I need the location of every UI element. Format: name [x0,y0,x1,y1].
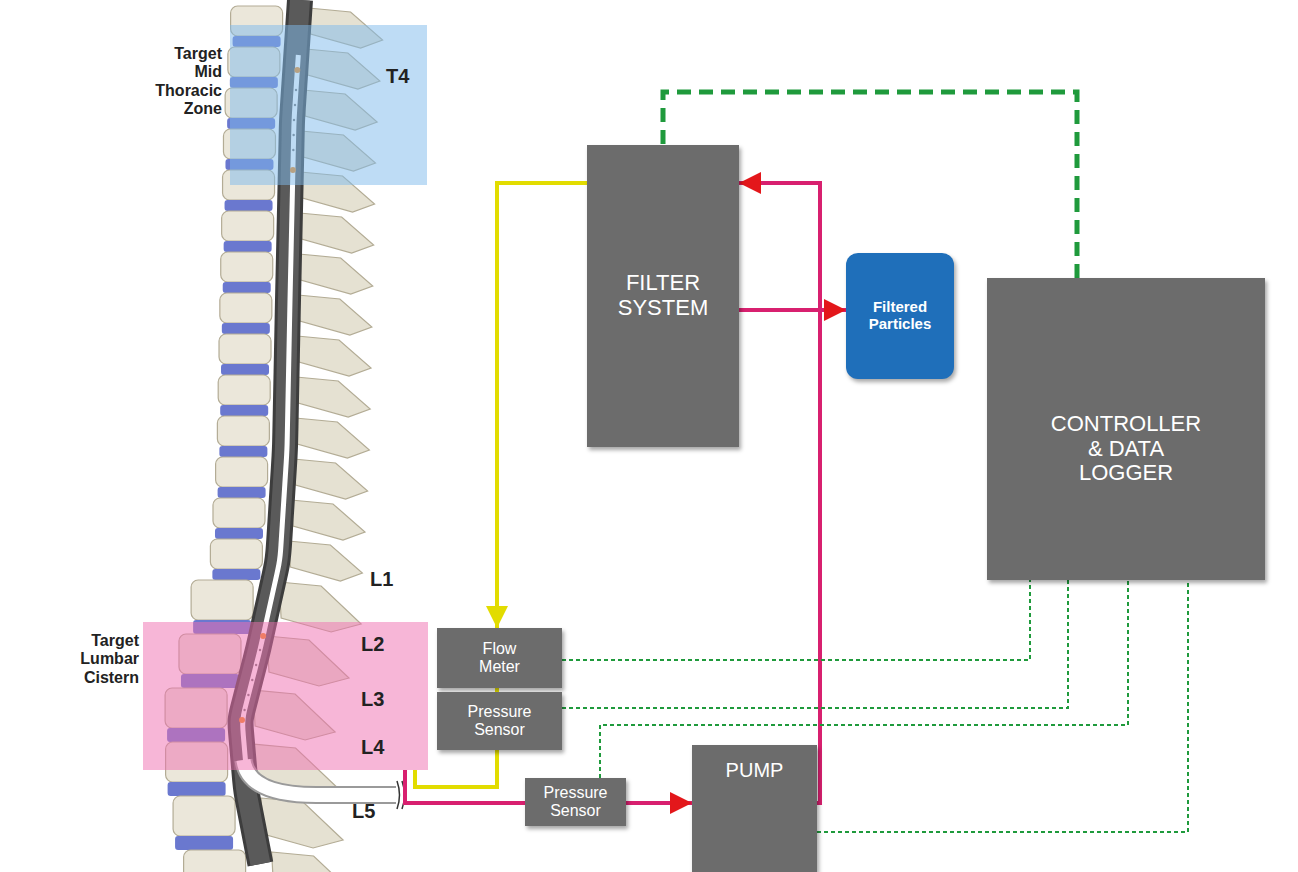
vertebral-body [173,796,235,836]
disc [225,200,273,211]
zone-heading: Target Mid Thoracic Zone [150,45,222,119]
controller-box: CONTROLLER & DATA LOGGER [987,278,1265,580]
vertebra-label: L5 [352,800,375,823]
spinous-process [300,213,374,253]
disc [215,528,263,539]
zone-heading: Target Lumbar Cistern [75,632,139,687]
disc [223,282,271,293]
band-fill [143,622,428,770]
vertebral-body [219,334,271,364]
vertebra-label: L2 [361,633,401,656]
vertebra-label: L1 [370,568,393,591]
vertebral-body [213,498,265,528]
box-label: Pressure Sensor [533,784,618,820]
vertebra-label: L4 [361,736,401,759]
spinous-process [296,377,370,417]
flow-connector [405,770,525,803]
box-label: PUMP [726,759,784,781]
pressure-sensor: Pressure Sensor [525,778,626,826]
spinous-process [288,541,362,581]
vertebral-body [216,457,268,487]
disc [168,782,226,796]
flow-connector [562,580,1068,708]
vertebral-body [220,293,272,323]
break-symbol [397,781,400,809]
flow-connector [626,801,692,805]
pressure-sensor: Pressure Sensor [437,692,562,750]
disc [219,446,267,457]
flow-connector [497,183,587,628]
vertebra-label: T4 [386,65,426,88]
vertebral-body [218,375,270,405]
pump-box: PUMP [692,745,817,872]
vertebra-label: L3 [361,688,401,711]
vertebral-body [217,416,269,446]
spinous-process [299,254,373,294]
disc [212,569,260,580]
spinous-process [297,336,371,376]
spinous-process [261,798,343,848]
vertebral-body [184,850,246,872]
disc [218,487,266,498]
particle-container: Filtered Particles [846,253,954,379]
spinous-process [294,459,368,499]
target-zone-band: Target Lumbar Cistern L2L3L4 [75,622,428,770]
flow-connector [817,580,1188,832]
disc [222,323,270,334]
box-label: Pressure Sensor [455,703,545,739]
vertebral-body [210,539,262,569]
flow-connector [739,183,820,803]
vertebral-body [222,211,274,241]
flow-connector [600,580,1128,778]
target-zone-band: Target Mid Thoracic ZoneT4 [160,25,427,185]
vertebral-body [191,580,253,620]
box-label: FILTER SYSTEM [603,271,723,320]
flow-connector [739,308,846,312]
flow-connector [562,580,1030,660]
box-label: CONTROLLER & DATA LOGGER [1046,412,1206,486]
spinous-process [272,852,354,872]
disc [175,836,233,850]
flow-meter: Flow Meter [437,628,562,688]
band-fill [230,25,427,185]
disc [224,241,272,252]
box-label: Flow Meter [465,640,535,676]
disc [220,405,268,416]
box-label: Filtered Particles [854,299,946,333]
filter-box: FILTER SYSTEM [587,145,739,447]
spinous-process [298,295,372,335]
disc [221,364,269,375]
vertebral-body [221,252,273,282]
spinous-process [291,500,365,540]
spinous-process [295,418,369,458]
